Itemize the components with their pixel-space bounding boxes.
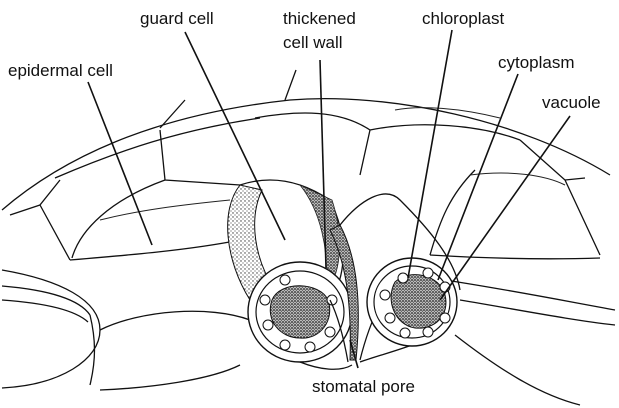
label-cytoplasm: cytoplasm [498, 53, 575, 72]
label-chloroplast: chloroplast [422, 9, 504, 28]
leader-epidermal-cell [88, 82, 152, 245]
leader-chloroplast [408, 30, 452, 278]
left-guard-cell [228, 180, 352, 362]
label-epidermal-cell: epidermal cell [8, 61, 113, 80]
leader-cytoplasm [438, 74, 518, 280]
label-cell-wall: cell wall [283, 33, 343, 52]
label-vacuole: vacuole [542, 93, 601, 112]
label-guard-cell: guard cell [140, 9, 214, 28]
label-stomatal-pore: stomatal pore [312, 377, 415, 396]
leader-vacuole [440, 116, 570, 300]
label-thickened: thickened [283, 9, 356, 28]
